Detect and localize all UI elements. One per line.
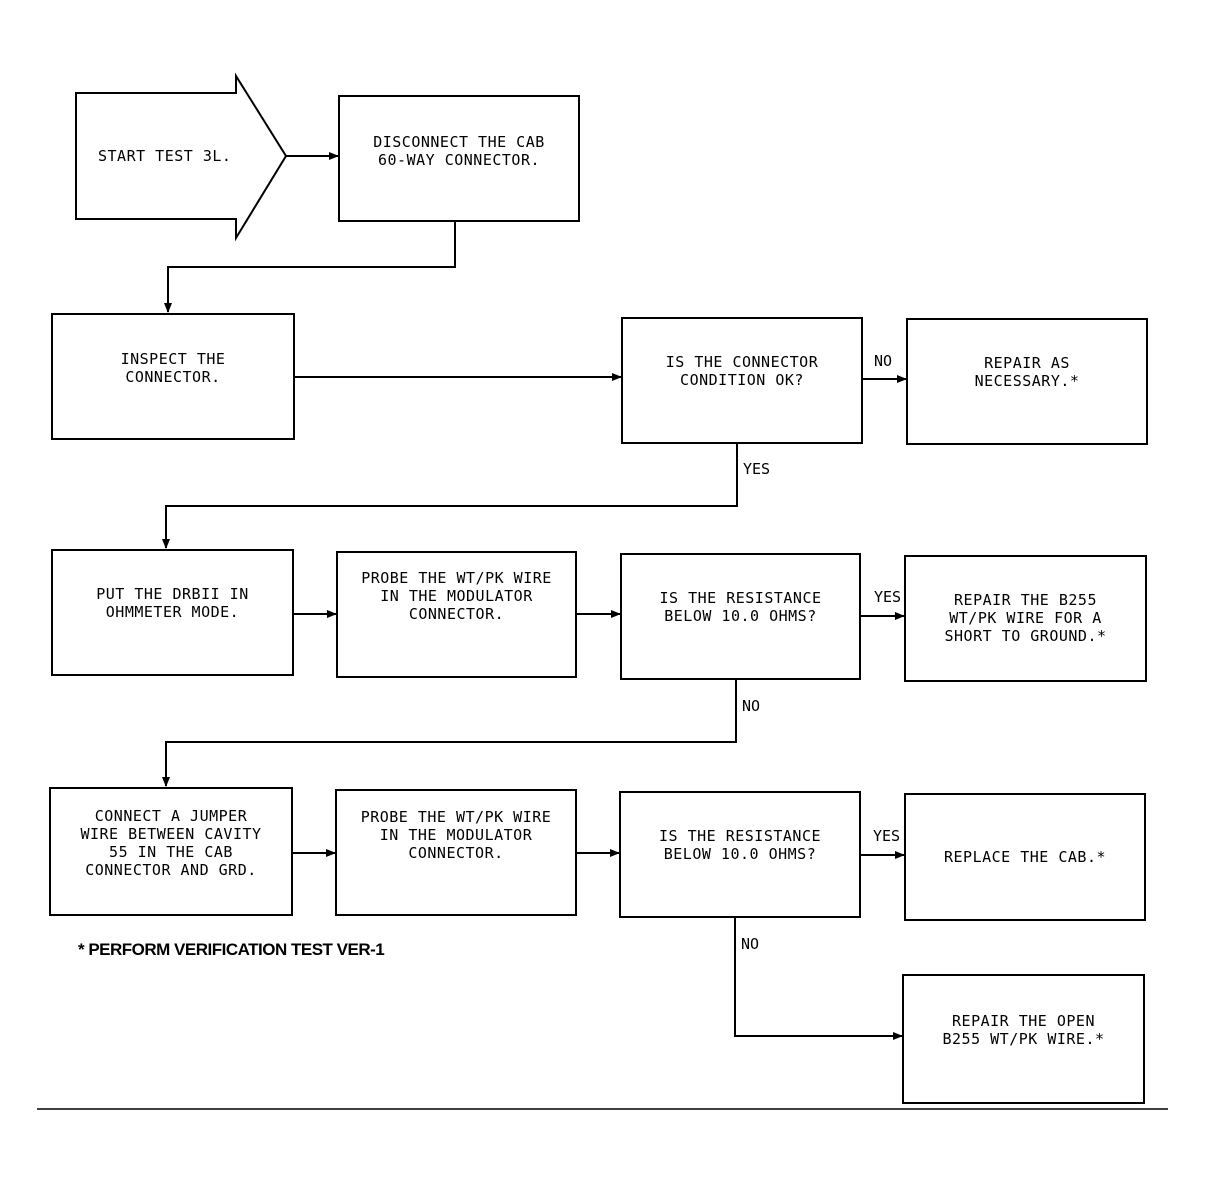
step-probe-2: PROBE THE WT/PK WIRE IN THE MODULATOR CO… <box>335 789 577 916</box>
decision-resistance-2-text: IS THE RESISTANCE BELOW 10.0 OHMS? <box>658 827 822 863</box>
step-repair-necessary-text: REPAIR AS NECESSARY.* <box>974 354 1080 390</box>
step-repair-open: REPAIR THE OPEN B255 WT/PK WIRE.* <box>902 974 1145 1104</box>
step-inspect-text: INSPECT THE CONNECTOR. <box>120 350 226 386</box>
start-arrow-shape <box>75 72 288 242</box>
start-label: START TEST 3L. <box>98 147 232 165</box>
step-put-drbii: PUT THE DRBII IN OHMMETER MODE. <box>51 549 294 676</box>
step-repair-short-text: REPAIR THE B255 WT/PK WIRE FOR A SHORT T… <box>944 591 1107 645</box>
label-no-resistance-2: NO <box>741 935 760 953</box>
step-disconnect-text: DISCONNECT THE CAB 60-WAY CONNECTOR. <box>373 133 545 169</box>
decision-resistance-1-text: IS THE RESISTANCE BELOW 10.0 OHMS? <box>659 589 822 625</box>
step-repair-necessary: REPAIR AS NECESSARY.* <box>906 318 1148 445</box>
step-disconnect: DISCONNECT THE CAB 60-WAY CONNECTOR. <box>338 95 580 222</box>
step-connect-jumper: CONNECT A JUMPER WIRE BETWEEN CAVITY 55 … <box>49 787 293 916</box>
label-yes-resistance-1: YES <box>874 588 902 606</box>
arrow-disconnect-to-inspect <box>164 221 456 313</box>
label-yes-condition: YES <box>743 460 771 478</box>
arrow-resistance2-no <box>734 917 903 1040</box>
footnote: * PERFORM VERIFICATION TEST VER-1 <box>78 940 385 959</box>
step-repair-short: REPAIR THE B255 WT/PK WIRE FOR A SHORT T… <box>904 555 1147 682</box>
step-put-drbii-text: PUT THE DRBII IN OHMMETER MODE. <box>96 585 249 621</box>
step-replace-cab: REPLACE THE CAB.* <box>904 793 1146 921</box>
decision-resistance-2: IS THE RESISTANCE BELOW 10.0 OHMS? <box>619 791 861 918</box>
arrow-condition-yes <box>162 443 738 549</box>
label-no-resistance-1: NO <box>742 697 761 715</box>
step-repair-open-text: REPAIR THE OPEN B255 WT/PK WIRE.* <box>942 1012 1105 1048</box>
step-probe-2-text: PROBE THE WT/PK WIRE IN THE MODULATOR CO… <box>360 808 552 862</box>
step-inspect: INSPECT THE CONNECTOR. <box>51 313 295 440</box>
step-connect-jumper-text: CONNECT A JUMPER WIRE BETWEEN CAVITY 55 … <box>80 807 262 879</box>
decision-resistance-1: IS THE RESISTANCE BELOW 10.0 OHMS? <box>620 553 861 680</box>
step-probe-1-text: PROBE THE WT/PK WIRE IN THE MODULATOR CO… <box>361 569 552 623</box>
decision-connector-condition: IS THE CONNECTOR CONDITION OK? <box>621 317 863 444</box>
arrow-resistance1-no <box>162 679 737 787</box>
label-no-condition: NO <box>874 352 893 370</box>
step-probe-1: PROBE THE WT/PK WIRE IN THE MODULATOR CO… <box>336 551 577 678</box>
label-yes-resistance-2: YES <box>873 827 901 845</box>
decision-connector-condition-text: IS THE CONNECTOR CONDITION OK? <box>665 353 819 389</box>
step-replace-cab-text: REPLACE THE CAB.* <box>943 848 1107 866</box>
